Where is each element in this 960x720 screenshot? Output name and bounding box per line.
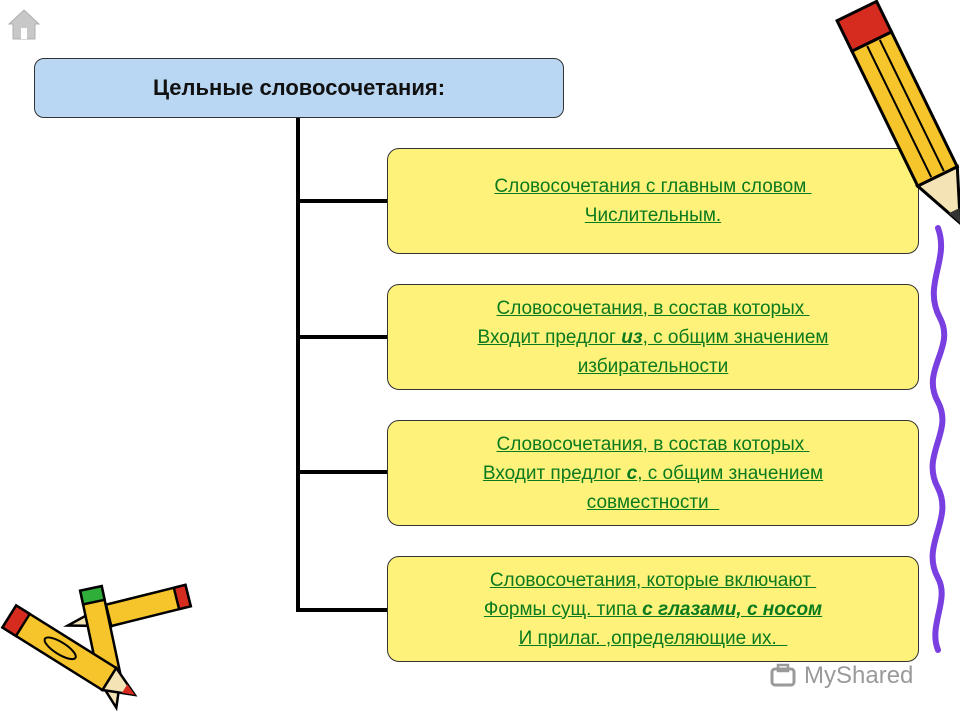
category-box-4: Словосочетания, которые включают Формы с…	[387, 556, 919, 662]
home-icon[interactable]	[6, 6, 42, 42]
line-text: Входит предлог	[482, 462, 627, 484]
category-link-line[interactable]: Формы сущ. типа с глазами, с носом	[484, 595, 822, 624]
line-text: Формы сущ. типа	[483, 598, 643, 620]
category-link-line[interactable]: избирательности	[577, 355, 729, 377]
category-link-line[interactable]: Словосочетания, в состав которых	[496, 297, 810, 319]
category-box-1: Словосочетания с главным словом Числител…	[387, 148, 919, 254]
pencils-icon	[0, 583, 193, 712]
pencil-icon	[835, 0, 960, 653]
category-link-line[interactable]: Словосочетания с главным словом	[494, 176, 812, 197]
category-link-line[interactable]: Словосочетания, которые включают	[489, 569, 817, 591]
line-text: , с общим значением	[642, 326, 829, 348]
category-link-line[interactable]: Входит предлог с, с общим значением	[483, 459, 823, 488]
myshared-logo-icon	[770, 663, 796, 687]
category-link-line[interactable]: Входит предлог из, с общим значением	[478, 323, 829, 352]
connector-branch-3	[296, 470, 387, 474]
preposition-emphasis: из	[621, 326, 643, 348]
line-text: Входит предлог	[477, 326, 622, 348]
example-emphasis: с глазами, с носом	[642, 598, 823, 620]
category-link-line[interactable]: И прилаг. ,определяющие их.	[518, 627, 788, 649]
category-link-line[interactable]: совместности	[586, 491, 720, 513]
category-box-2: Словосочетания, в состав которых Входит …	[387, 284, 919, 390]
watermark: MyShared	[768, 656, 913, 696]
category-box-3: Словосочетания, в состав которых Входит …	[387, 420, 919, 526]
connector-branch-1	[296, 199, 387, 203]
watermark-text: MyShared	[804, 662, 914, 689]
diagram-title: Цельные словосочетания:	[34, 58, 564, 118]
category-link-line[interactable]: Числительным.	[584, 205, 722, 226]
preposition-emphasis: с	[626, 462, 638, 484]
connector-trunk	[296, 118, 300, 612]
category-link-line[interactable]: Словосочетания, в состав которых	[496, 433, 810, 455]
connector-branch-4	[296, 608, 387, 612]
line-text: , с общим значением	[637, 462, 824, 484]
connector-branch-2	[296, 335, 387, 339]
diagram-title-text: Цельные словосочетания:	[152, 75, 446, 100]
